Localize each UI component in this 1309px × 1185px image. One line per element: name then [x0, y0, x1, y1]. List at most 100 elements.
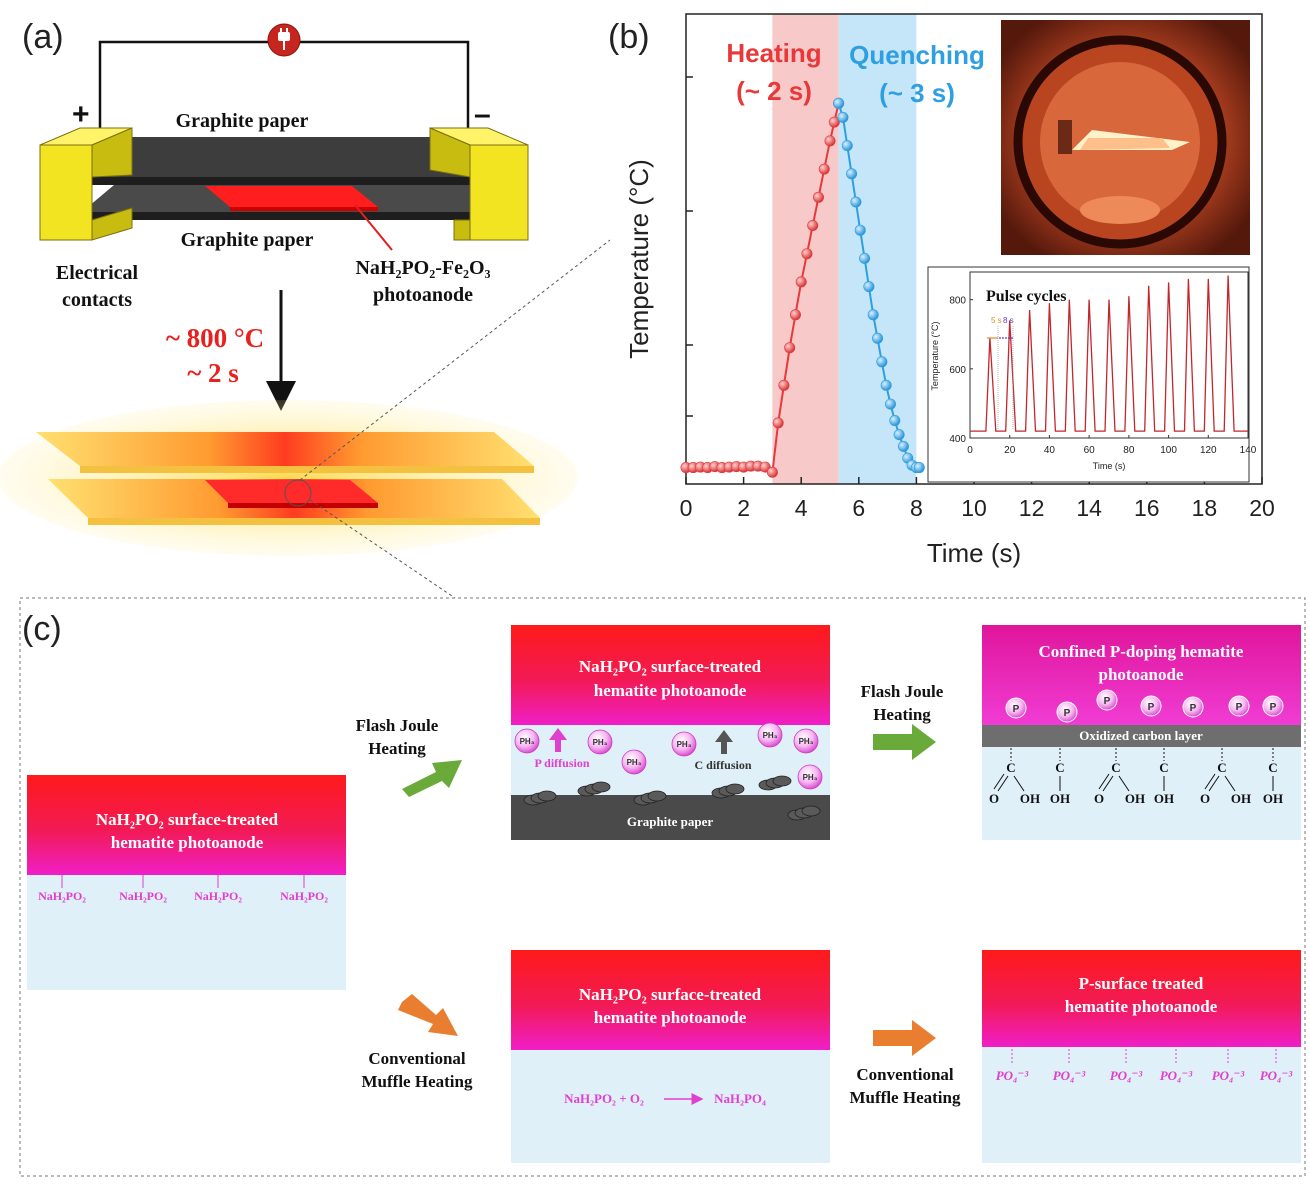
p-diffusion-arrow — [549, 728, 567, 752]
nah2po2-label: NaH₂PO₂ — [280, 889, 328, 903]
panel-c-label: (c) — [22, 610, 62, 648]
data-point-heating — [812, 191, 824, 203]
heating-time-label: (~ 2 s) — [736, 76, 812, 106]
ph3-molecule — [621, 749, 647, 775]
hex-ring — [647, 790, 667, 802]
inset-y-tick-label: 800 — [949, 296, 966, 307]
inset-x-tick-label: 80 — [1123, 445, 1135, 456]
data-point-quenching — [846, 168, 858, 180]
double-bond — [997, 775, 1009, 792]
oxidized-carbon-layer — [982, 725, 1301, 747]
photoanode-label-line1: NaH₂PO₂-Fe₂O₃ — [355, 257, 490, 279]
hex-ring — [537, 790, 557, 802]
po4-label: PO₄⁻³ — [996, 1068, 1030, 1083]
p-atom — [1096, 689, 1118, 711]
po4-label: PO₄⁻³ — [1053, 1068, 1087, 1083]
photoanode-sample — [205, 186, 378, 207]
mid-top-title-line2: hematite photoanode — [594, 681, 747, 700]
ph3-label: PH₃ — [627, 758, 642, 767]
right-top-title-line1: Confined P-doping hematite — [1039, 642, 1244, 661]
p-atom-label: P — [1013, 704, 1020, 715]
x-tick-label: 18 — [1192, 495, 1218, 521]
graphite-flake — [711, 783, 745, 799]
graphite-paper-layer — [511, 795, 830, 840]
mid-bottom-title-line1: NaH₂PO₂ surface-treated — [579, 985, 762, 1004]
data-point-quenching — [833, 97, 845, 109]
oxygen-atom: O — [989, 791, 999, 806]
data-point-quenching — [850, 196, 862, 208]
power-plug-icon — [267, 23, 301, 57]
data-point-quenching — [859, 252, 871, 264]
photoanode-pointer — [354, 204, 393, 251]
inset-x-tick-label: 120 — [1200, 445, 1217, 456]
hydroxyl-group: OH — [1125, 791, 1145, 806]
p-atom-label: P — [1064, 708, 1071, 719]
x-tick-label: 12 — [1019, 495, 1045, 521]
data-point-quenching — [913, 462, 925, 474]
heating-label: Heating — [726, 38, 821, 68]
data-point-quenching — [867, 309, 879, 321]
graphite-paper-label: Graphite paper — [627, 814, 714, 829]
contacts-label-line1: Electrical — [56, 262, 139, 284]
double-bond — [1204, 773, 1216, 790]
data-point-heating — [772, 417, 784, 429]
ph3-label: PH₃ — [520, 737, 535, 746]
p-atom — [1005, 697, 1027, 719]
data-point-quenching — [889, 415, 901, 427]
ph3-molecule — [587, 729, 613, 755]
ph3-label: PH₃ — [803, 773, 818, 782]
x-tick-label: 14 — [1076, 495, 1102, 521]
quenching-time-label: (~ 3 s) — [879, 78, 955, 108]
left-block-title-line2: hematite photoanode — [111, 833, 264, 852]
c-diffusion-arrow — [715, 730, 733, 754]
ph3-label: PH₃ — [799, 737, 814, 746]
graphite-top-label: Graphite paper — [176, 110, 309, 132]
hex-ring — [591, 781, 611, 793]
x-tick-label: 10 — [961, 495, 987, 521]
panel-c: (c) NaH₂PO₂ surface-treated hematite pho… — [19, 597, 1306, 1177]
y-axis-label: Temperature (°C) — [624, 159, 654, 359]
x-tick-label: 8 — [910, 495, 923, 521]
graphite-flake — [577, 781, 611, 797]
graphite-top-edge — [82, 177, 510, 185]
p-atom — [1262, 695, 1284, 717]
inset-y-tick-label: 600 — [949, 365, 966, 376]
ph3-label: PH₃ — [593, 738, 608, 747]
left-block: NaH₂PO₂ surface-treated hematite photoan… — [27, 775, 346, 990]
glowing-photoanode — [205, 480, 378, 503]
arrow-bottom-label-line2: Muffle Heating — [362, 1072, 473, 1091]
reaction-left: NaH₂PO₂ + O₂ — [564, 1091, 644, 1106]
x-tick-label: 6 — [852, 495, 865, 521]
data-point-heating — [801, 248, 813, 260]
arrow-top-label-line1: Flash Joule — [356, 716, 439, 735]
inset-plot-frame — [969, 271, 1249, 439]
x-axis-label: Time (s) — [927, 538, 1021, 568]
left-clamp — [39, 127, 133, 241]
double-bond — [993, 773, 1005, 790]
right-top-title-line2: photoanode — [1098, 665, 1183, 684]
oxygen-atom: O — [1200, 791, 1210, 806]
arrow-top-label-line2: Heating — [368, 739, 426, 758]
ph3-molecule — [797, 764, 823, 790]
data-point-quenching — [863, 281, 875, 293]
carbon-atom: C — [1217, 760, 1226, 775]
inset-title: Pulse cycles — [986, 288, 1066, 305]
data-point-heating — [828, 116, 840, 128]
p-atom-label: P — [1190, 703, 1197, 714]
data-point-quenching — [876, 356, 888, 368]
po4-label: PO₄⁻³ — [1212, 1068, 1246, 1083]
p-atom — [1228, 695, 1250, 717]
photoanode-edge — [230, 207, 378, 211]
panel-c-frame — [19, 597, 1306, 1177]
ph3-label: PH₃ — [763, 731, 778, 740]
inset-x-tick-label: 0 — [967, 445, 973, 456]
data-point-quenching — [893, 429, 905, 441]
plus-sign: + — [72, 98, 90, 131]
mid-bottom-title-line2: hematite photoanode — [594, 1008, 747, 1027]
hydroxyl-group: OH — [1263, 791, 1283, 806]
right-clamp — [429, 127, 529, 241]
left-block-title-line1: NaH₂PO₂ surface-treated — [96, 810, 279, 829]
zoom-line-b — [299, 239, 611, 481]
